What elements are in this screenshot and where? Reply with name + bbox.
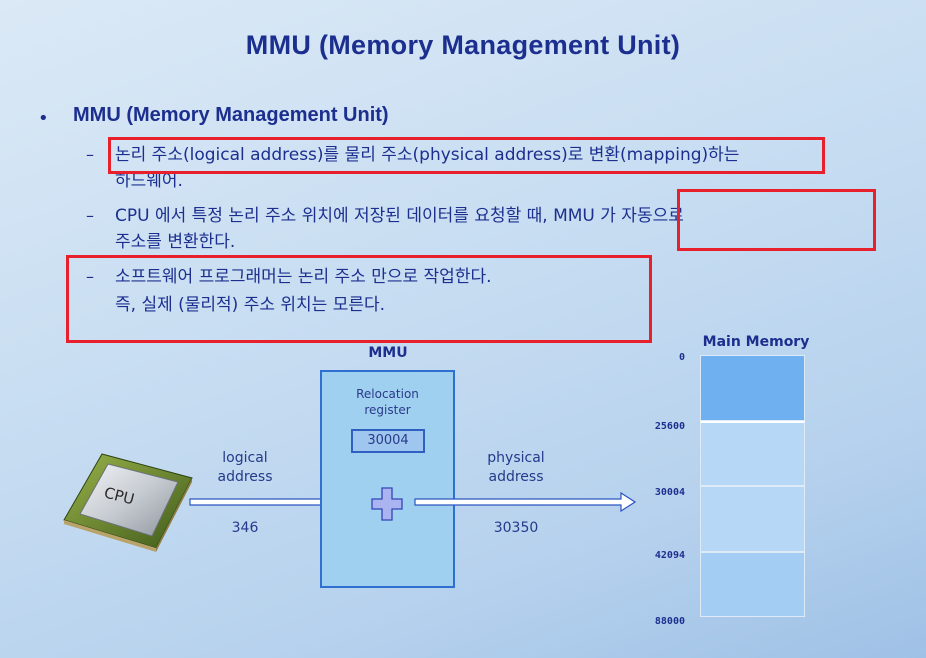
physical-label-2: address bbox=[488, 469, 544, 485]
dash-icon: – bbox=[86, 206, 94, 225]
logical-label-2: address bbox=[217, 469, 273, 485]
sub-item-3-line-1: 소프트웨어 프로그래머는 논리 주소 만으로 작업한다. bbox=[115, 267, 492, 287]
memory-segment-os bbox=[700, 355, 805, 421]
highlight-box-2 bbox=[677, 189, 876, 251]
sub-item-2-line-1: CPU 에서 특정 논리 주소 위치에 저장된 데이터를 요청할 때, MMU … bbox=[115, 206, 684, 226]
memory-tick-3: 42094 bbox=[654, 550, 685, 561]
sub-item-1-line-1: 논리 주소(logical address)를 물리 주소(physical a… bbox=[115, 145, 740, 165]
relocation-label-2: register bbox=[364, 403, 411, 417]
memory-tick-0: 0 bbox=[678, 352, 685, 363]
logical-label-1: logical bbox=[222, 450, 268, 466]
dash-icon: – bbox=[86, 145, 94, 164]
bullet-icon: • bbox=[38, 108, 49, 129]
memory-segment-process bbox=[700, 421, 805, 486]
physical-value: 30350 bbox=[493, 520, 539, 536]
sub-item-1-line-2: 하드웨어. bbox=[115, 171, 183, 191]
memory-tick-4: 88000 bbox=[654, 616, 685, 627]
highlight-box-3 bbox=[66, 255, 652, 343]
slide-title: MMU (Memory Management Unit) bbox=[245, 30, 681, 60]
physical-arrow-icon bbox=[414, 491, 637, 513]
mmu-box bbox=[320, 370, 455, 588]
memory-segment-low bbox=[700, 552, 805, 617]
dash-icon: – bbox=[86, 267, 94, 286]
main-memory-label: Main Memory bbox=[702, 334, 810, 350]
relocation-register-label: Relocation register bbox=[325, 386, 450, 418]
cpu-chip-icon bbox=[63, 453, 193, 552]
highlight-box-1 bbox=[108, 137, 825, 174]
bullet-heading: MMU (Memory Management Unit) bbox=[73, 104, 389, 126]
memory-segment-mid bbox=[700, 486, 805, 552]
plus-icon bbox=[371, 487, 403, 521]
memory-tick-2: 30004 bbox=[654, 487, 685, 498]
relocation-register-value: 30004 bbox=[351, 429, 425, 453]
physical-label-1: physical bbox=[487, 450, 545, 466]
relocation-label-1: Relocation bbox=[356, 387, 419, 401]
sub-item-3-line-2: 즉, 실제 (물리적) 주소 위치는 모른다. bbox=[115, 295, 386, 315]
logical-value: 346 bbox=[231, 520, 259, 536]
mmu-label: MMU bbox=[368, 345, 408, 361]
sub-item-2-line-2: 주소를 변환한다. bbox=[115, 232, 236, 252]
memory-tick-1: 25600 bbox=[654, 421, 685, 432]
